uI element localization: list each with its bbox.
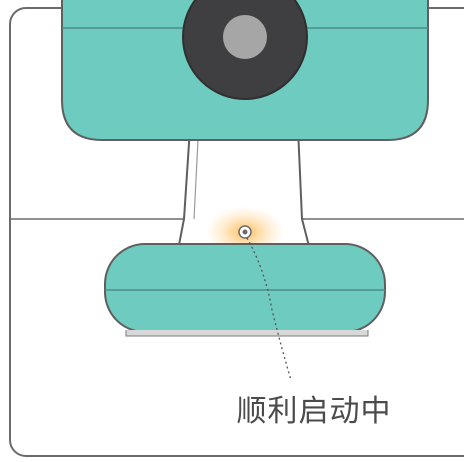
pointer-line: [246, 237, 292, 381]
stand-shade-line: [193, 139, 199, 220]
camera-base-feet: [125, 330, 369, 337]
status-light-dot: [242, 229, 248, 235]
camera-base: [104, 243, 386, 333]
status-label: 顺利启动中: [236, 394, 392, 429]
lens-inner-icon: [223, 15, 267, 59]
